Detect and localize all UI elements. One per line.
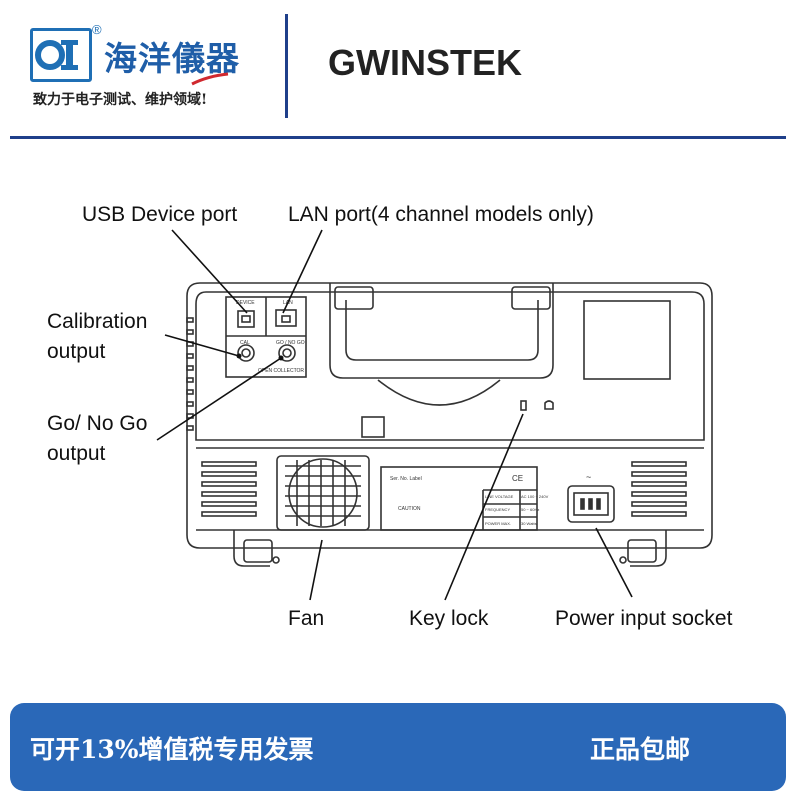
usb-port-icon <box>237 310 255 328</box>
gonogo-label-line1: Go/ No Go <box>47 412 148 435</box>
voltage-value-text: AC 100 ~ 240V <box>521 494 549 499</box>
gonogo-text: GO / NO GO <box>276 340 305 346</box>
power-value-text: 30 Watts <box>521 521 537 526</box>
company-slogan: 致力于电子测试、维护领域! <box>33 92 208 108</box>
cal-text: CAL <box>240 340 250 346</box>
calibration-label-line1: Calibration <box>47 310 148 333</box>
free-shipping-text: 正品包邮 <box>590 735 691 764</box>
left-foot <box>233 530 270 567</box>
open-collector-text: OPEN COLLECTOR <box>258 368 304 374</box>
usb-port-text: DEVICE <box>236 300 255 306</box>
power-leader-line <box>595 527 633 598</box>
header-rule <box>10 136 786 139</box>
keylock-leader-line <box>444 413 524 601</box>
key-lock-slot-icon <box>520 400 527 411</box>
calibration-leader-line <box>164 334 240 357</box>
frequency-text: FREQUENCY <box>485 507 510 512</box>
swoosh-decoration <box>191 72 229 86</box>
right-foot <box>630 530 667 567</box>
left-vent-icon <box>186 317 194 431</box>
gonogo-leader-line <box>156 357 282 441</box>
lan-port-icon <box>275 309 297 327</box>
invoice-text: 可开13%增值税专用发票 <box>30 735 314 764</box>
fan-label: Fan <box>288 607 325 630</box>
company-logo <box>30 28 92 82</box>
caution-text: CAUTION <box>398 506 421 512</box>
lan-port-label: LAN port(4 channel models only) <box>288 203 594 226</box>
registered-mark: ® <box>92 22 102 37</box>
usb-leader-line <box>171 229 248 314</box>
frequency-value-text: 50 ~ 60Hz <box>521 507 539 512</box>
ce-mark: CE <box>512 474 523 483</box>
promo-banner <box>10 703 786 791</box>
fan-leader-line <box>309 539 323 601</box>
right-louvre-icon <box>631 461 687 517</box>
line-voltage-text: LINE VOLTAGE <box>485 494 514 499</box>
label-plate <box>380 466 538 531</box>
fan-icon <box>276 455 370 531</box>
header-divider <box>285 14 288 118</box>
brand-logo: GWINSTEK <box>328 42 522 83</box>
power-input-socket-label: Power input socket <box>555 607 733 630</box>
calibration-label-line2: output <box>47 340 106 363</box>
lan-leader-line <box>282 229 323 314</box>
ser-label-text: Ser. No. Label <box>390 476 422 482</box>
logo-mark-icon <box>35 40 78 70</box>
key-lock-label: Key lock <box>409 607 489 630</box>
svg-text:~: ~ <box>586 472 591 482</box>
left-louvre-icon <box>201 461 257 517</box>
carry-handle <box>329 283 554 406</box>
power-socket-icon <box>567 485 615 523</box>
usb-device-port-label: USB Device port <box>82 203 238 226</box>
gonogo-label-line2: output <box>47 442 106 465</box>
company-name: 海洋儀器 <box>104 39 240 78</box>
power-max-text: POWER MAX. <box>485 521 511 526</box>
lock-icon <box>544 400 554 410</box>
gonogo-connector-icon <box>278 344 296 362</box>
device-body <box>186 282 713 549</box>
cal-connector-icon <box>237 344 255 362</box>
rear-cover-block <box>583 300 671 380</box>
